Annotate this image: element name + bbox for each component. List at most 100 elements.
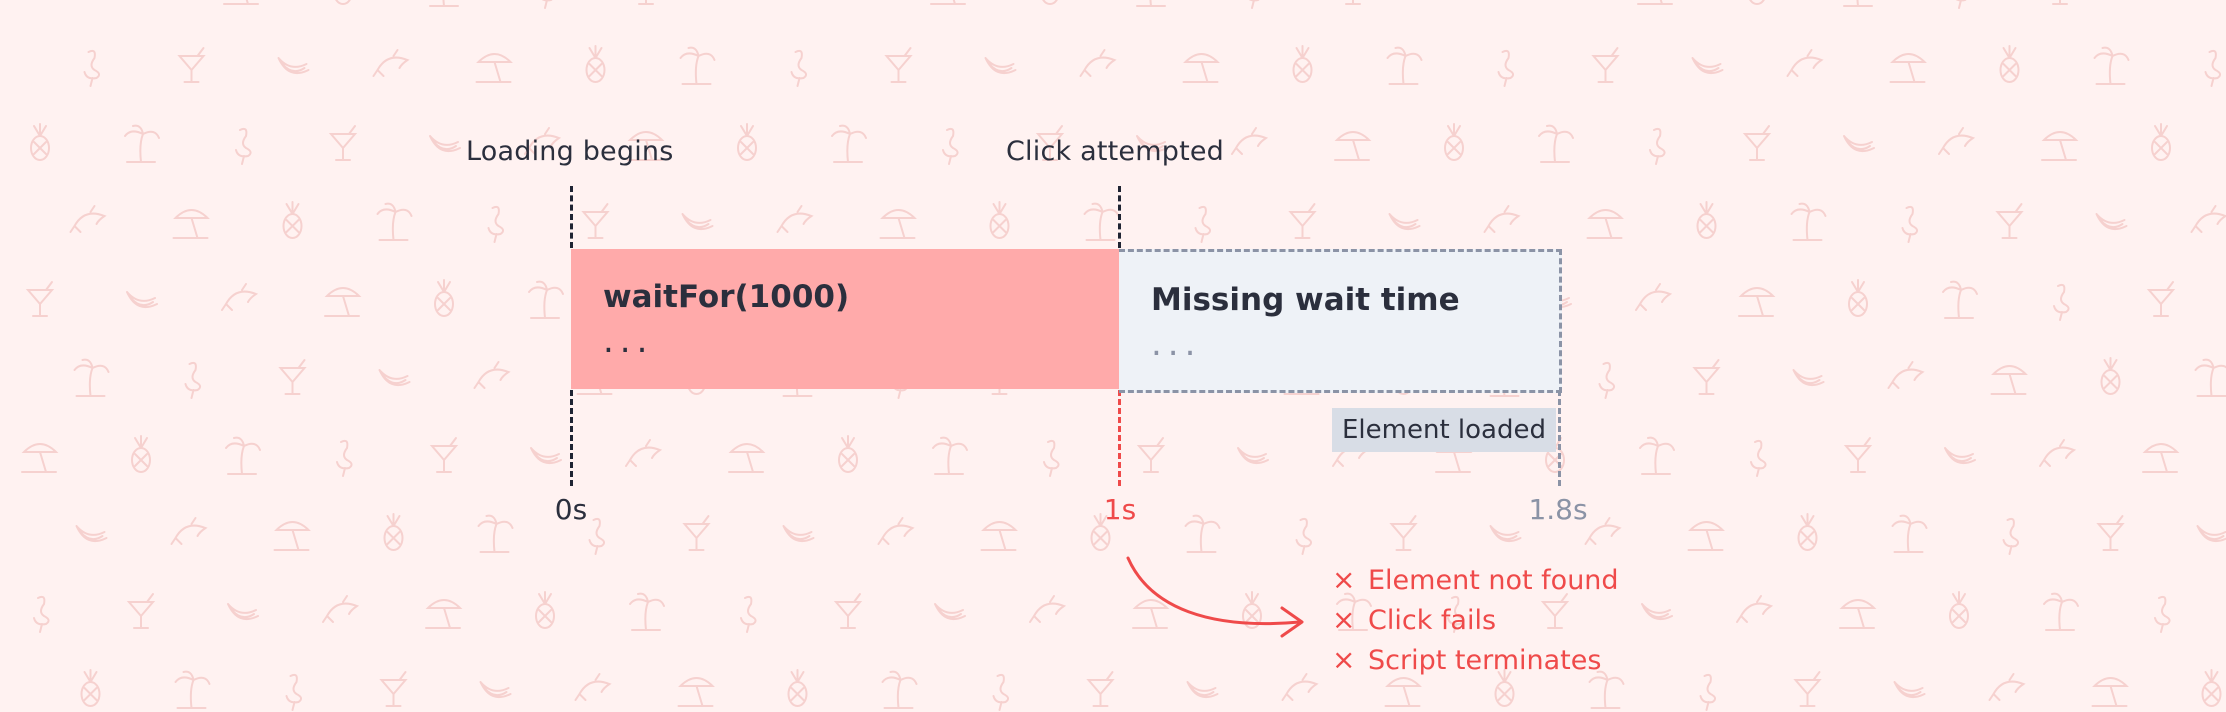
- flamingo-icon: [83, 49, 101, 87]
- flamingo-icon: [235, 127, 252, 165]
- missing-wait-block-ellipsis: ...: [1151, 324, 1202, 364]
- dolphin-icon: [1029, 595, 1067, 623]
- cocktail-icon: [1136, 437, 1166, 473]
- result-item: × Script terminates: [1332, 640, 1619, 680]
- umbrella-icon: [172, 209, 210, 239]
- dolphin-icon: [1584, 517, 1622, 545]
- umbrella-icon: [1334, 131, 1372, 161]
- pineapple-icon: [1494, 669, 1515, 707]
- cocktail-icon: [833, 593, 863, 629]
- banana-icon: [126, 291, 158, 308]
- palm-tree-icon: [1891, 514, 1928, 553]
- cocktail-icon: [1086, 671, 1115, 707]
- pineapple-icon: [282, 201, 303, 239]
- flamingo-icon: [336, 439, 353, 477]
- banana-icon: [1489, 525, 1522, 542]
- pineapple-icon: [1090, 513, 1111, 551]
- element-loaded-badge: Element loaded: [1332, 408, 1556, 452]
- cocktail-icon: [126, 593, 156, 629]
- banana-icon: [2095, 213, 2128, 230]
- flamingo-icon: [1699, 673, 1717, 711]
- dolphin-icon: [1938, 127, 1976, 155]
- banana-icon: [277, 57, 310, 74]
- banana-icon: [1893, 681, 1926, 698]
- banana-icon: [2196, 525, 2226, 542]
- dolphin-icon: [1988, 673, 2026, 701]
- pineapple-icon: [1042, 0, 1058, 5]
- banana-icon: [1944, 447, 1976, 464]
- banana-icon: [1388, 213, 1421, 230]
- umbrella-icon: [324, 287, 362, 317]
- banana-icon: [378, 369, 411, 386]
- umbrella-icon: [273, 521, 311, 551]
- pineapple-icon: [1444, 123, 1464, 161]
- pineapple-icon: [2151, 123, 2171, 161]
- pineapple-icon: [535, 591, 555, 629]
- flamingo-icon: [1750, 439, 1767, 477]
- umbrella-icon: [677, 677, 715, 707]
- tick-label-0s: 0s: [554, 493, 588, 526]
- dolphin-icon: [625, 439, 663, 467]
- flamingo-icon: [1248, 0, 1260, 9]
- dolphin-icon: [574, 673, 612, 701]
- pineapple-icon: [2100, 357, 2121, 395]
- cocktail-icon: [1288, 203, 1317, 239]
- result-item: ×Click fails: [1332, 600, 1619, 640]
- dolphin-icon: [170, 517, 208, 545]
- cocktail-icon: [1389, 515, 1418, 551]
- palm-tree-icon: [1336, 592, 1372, 631]
- dolphin-icon: [776, 205, 814, 233]
- cocktail-icon: [682, 515, 711, 551]
- umbrella-icon: [1132, 599, 1170, 629]
- banana-icon: [1186, 681, 1219, 698]
- flamingo-icon: [1043, 439, 1060, 477]
- flamingo-icon: [2002, 517, 2020, 555]
- dolphin-icon: [2039, 439, 2077, 467]
- palm-tree-icon: [629, 592, 665, 631]
- banana-icon: [681, 213, 714, 230]
- umbrella-icon: [2091, 677, 2129, 707]
- result-text: Script terminates: [1368, 645, 1602, 676]
- palm-tree-icon: [1639, 436, 1675, 475]
- dolphin-icon: [1281, 673, 1319, 701]
- banana-icon: [1237, 447, 1269, 464]
- flamingo-icon: [992, 673, 1010, 711]
- missing-wait-block: Missing wait time ...: [1119, 249, 1562, 393]
- cross-icon: ×: [1332, 563, 1356, 596]
- dolphin-icon: [877, 517, 915, 545]
- banana-icon: [429, 135, 461, 152]
- flamingo-icon: [1295, 517, 1313, 555]
- pineapple-icon: [1696, 201, 1717, 239]
- banana-icon: [984, 57, 1017, 74]
- cocktail-icon: [25, 281, 55, 317]
- palm-tree-icon: [73, 358, 110, 397]
- banana-icon: [1691, 57, 1724, 74]
- cocktail-icon: [581, 203, 610, 239]
- pineapple-icon: [1749, 0, 1765, 5]
- palm-tree-icon: [174, 670, 211, 709]
- palm-tree-icon: [528, 280, 564, 319]
- palm-tree-icon: [1790, 202, 1827, 241]
- umbrella-icon: [980, 521, 1018, 551]
- pineapple-icon: [737, 123, 757, 161]
- flamingo-icon: [487, 205, 505, 243]
- cross-icon: ×: [1332, 643, 1356, 676]
- flamingo-icon: [285, 673, 303, 711]
- start-marker-line-bottom: [570, 390, 573, 486]
- flamingo-icon: [2154, 595, 2171, 633]
- banana-icon: [479, 681, 512, 698]
- dolphin-icon: [1635, 283, 1673, 311]
- dolphin-icon: [69, 205, 107, 233]
- palm-tree-icon: [1942, 280, 1978, 319]
- cocktail-icon: [429, 437, 459, 473]
- result-item: ×Element not found: [1332, 560, 1619, 600]
- pineapple-icon: [434, 279, 454, 317]
- pineapple-icon: [989, 201, 1010, 239]
- marker-label-loading-begins: Loading begins: [466, 136, 674, 167]
- palm-tree-icon: [1588, 670, 1625, 709]
- dolphin-icon: [221, 283, 259, 311]
- palm-tree-icon: [124, 124, 160, 163]
- flamingo-icon: [1447, 595, 1464, 633]
- pineapple-icon: [80, 669, 101, 707]
- cocktail-icon: [2096, 515, 2125, 551]
